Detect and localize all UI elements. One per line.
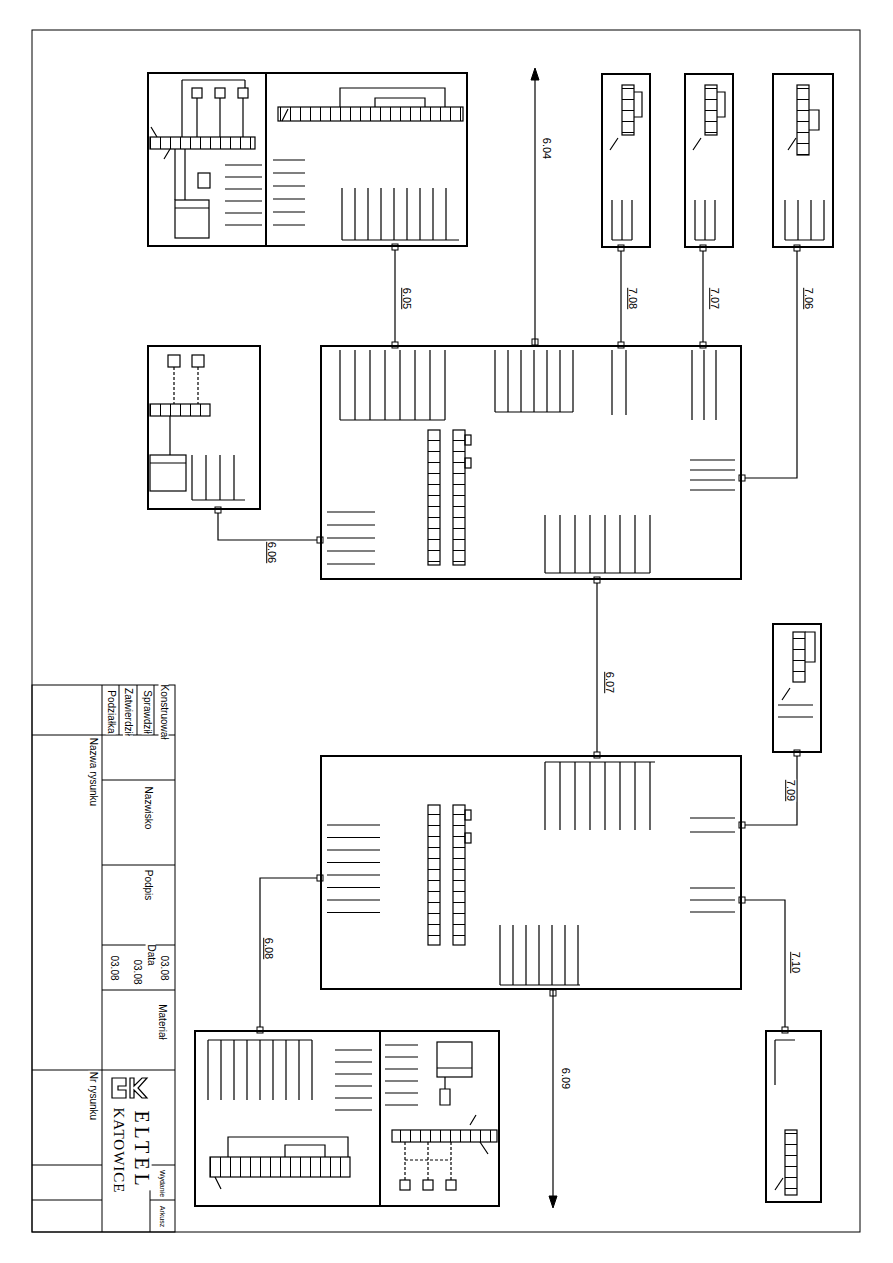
cable-line bbox=[257, 875, 323, 1033]
title-grid bbox=[32, 685, 175, 1232]
cabinet-box bbox=[147, 345, 261, 510]
cable-path bbox=[620, 248, 621, 345]
cable-line bbox=[739, 750, 800, 828]
sheet-label: 6.04 bbox=[541, 136, 552, 159]
cable-number: 7.10 bbox=[790, 950, 801, 973]
cable-gland bbox=[794, 750, 800, 756]
sheet-label: Data bbox=[145, 943, 155, 966]
sheet-label: Arkusz bbox=[159, 1204, 166, 1227]
sheet-label: Nazwisko bbox=[143, 786, 153, 831]
cable-path bbox=[218, 510, 320, 540]
cabinet-box bbox=[266, 72, 468, 247]
cable-number: 6.07 bbox=[604, 670, 615, 693]
sheet-label: Materiał bbox=[157, 1003, 167, 1041]
cabinet-box bbox=[194, 1030, 380, 1207]
sheet-label: KATOWICE bbox=[111, 1106, 126, 1194]
sheet-label: 6.09 bbox=[560, 1066, 571, 1089]
sheet-label: ELTEL bbox=[131, 1109, 151, 1190]
cable-path bbox=[742, 753, 797, 825]
sheet-label: Podziałka bbox=[105, 689, 115, 734]
cable-path bbox=[742, 248, 797, 478]
sheet-label: 03.08 bbox=[158, 954, 168, 981]
cabinet-box bbox=[380, 1030, 500, 1207]
cable-number: 7.08 bbox=[627, 286, 638, 309]
cable-gland bbox=[794, 245, 800, 251]
cable-number: 7.06 bbox=[803, 286, 814, 309]
cabinet-box bbox=[147, 72, 266, 247]
sheet-label: Nr rysunku bbox=[88, 1071, 98, 1121]
cabinet-box bbox=[684, 73, 734, 248]
cable-gland bbox=[392, 244, 398, 250]
cable-path bbox=[260, 878, 320, 1030]
cable-line bbox=[700, 245, 706, 348]
sheet-label: Sprawdził bbox=[141, 689, 151, 734]
cable-line bbox=[594, 577, 600, 758]
sheet-label: 03.08 bbox=[108, 954, 118, 981]
cable-gland bbox=[700, 245, 706, 251]
sheet-label: Zatwierdził bbox=[123, 687, 133, 737]
cable-line bbox=[739, 245, 800, 481]
cable-gland bbox=[739, 897, 745, 903]
cable-line bbox=[739, 897, 788, 1033]
cable-number: 6.08 bbox=[263, 936, 274, 959]
cable-path bbox=[596, 580, 597, 755]
cabinet-box bbox=[320, 345, 742, 580]
cable-number: 6.05 bbox=[401, 286, 412, 309]
cable-gland bbox=[594, 577, 600, 583]
off-sheet-cable bbox=[531, 68, 557, 1208]
title-block bbox=[32, 685, 175, 1232]
sheet-label: Wydanie bbox=[159, 1168, 166, 1197]
cable-number: 7.09 bbox=[785, 778, 796, 801]
cabinet-box bbox=[194, 1030, 500, 1207]
cable-path bbox=[742, 900, 785, 1030]
cabinet-box bbox=[601, 73, 651, 248]
cable-line bbox=[392, 244, 398, 348]
cable-gland bbox=[215, 507, 221, 513]
sheet-label: Konstruował bbox=[158, 683, 168, 740]
cable-gland bbox=[739, 475, 745, 481]
cable-path bbox=[702, 248, 703, 345]
cable-line bbox=[618, 245, 624, 348]
cable-line bbox=[215, 507, 323, 543]
cable-path bbox=[394, 247, 395, 345]
cabinet-box bbox=[765, 1030, 822, 1203]
sheet-label: Podpis bbox=[143, 869, 153, 902]
cable-number: 7.07 bbox=[709, 286, 720, 309]
cabinet-box bbox=[147, 72, 468, 247]
logo-mark bbox=[112, 1078, 147, 1098]
sheet-label: Nazwa rysunku bbox=[88, 737, 98, 807]
cabinet-box bbox=[320, 755, 742, 990]
cable-gland bbox=[618, 245, 624, 251]
cabinet-box bbox=[772, 73, 834, 248]
cabinet-box bbox=[772, 623, 822, 753]
cable-number: 6.06 bbox=[266, 540, 277, 563]
sheet-border bbox=[32, 30, 860, 1232]
sheet-label: 03.08 bbox=[131, 958, 141, 985]
cable-gland bbox=[739, 822, 745, 828]
